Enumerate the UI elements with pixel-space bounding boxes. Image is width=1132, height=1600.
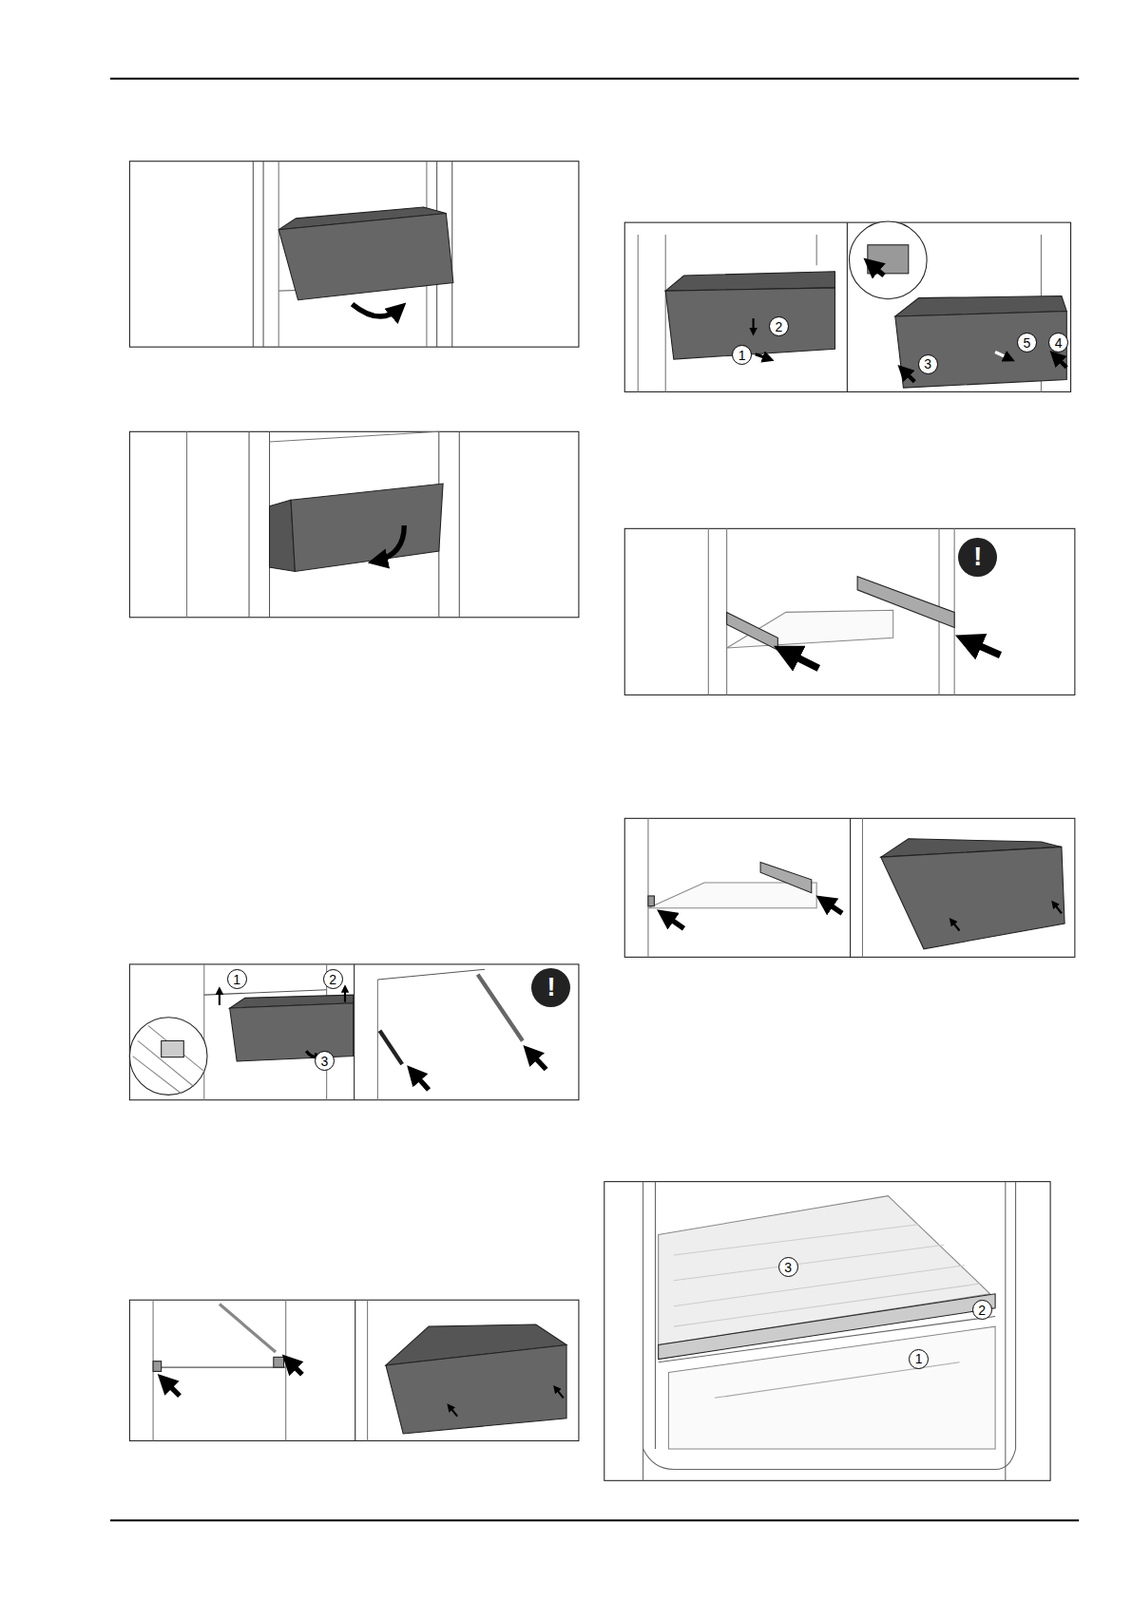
callout-number: 2 xyxy=(768,316,789,337)
callout-number: 1 xyxy=(908,1349,929,1370)
warning-symbol: ! xyxy=(958,537,998,577)
warning-symbol: ! xyxy=(531,968,571,1008)
callout-number: 2 xyxy=(323,969,344,990)
callout-number: 1 xyxy=(227,969,248,990)
callout-number: 3 xyxy=(918,354,939,375)
callout-number: 3 xyxy=(314,1051,335,1072)
callout-number: 3 xyxy=(778,1257,799,1278)
callout-number: 1 xyxy=(731,345,752,365)
callout-number: 2 xyxy=(972,1300,993,1321)
